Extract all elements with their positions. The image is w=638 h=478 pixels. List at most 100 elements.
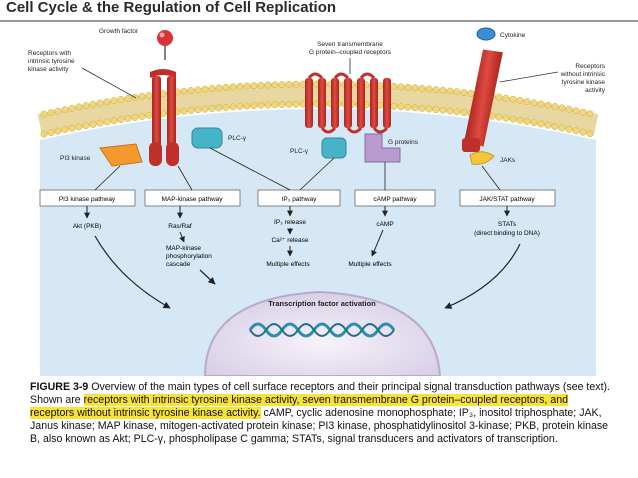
phospholipid-head <box>103 118 111 126</box>
cytokine-icon <box>476 27 496 41</box>
phospholipid-head <box>117 96 125 104</box>
phospholipid-head <box>187 87 195 94</box>
gpcr-helix <box>331 78 339 128</box>
pathway-mapk-step2: MAP-kinase <box>166 245 201 252</box>
phospholipid-head <box>502 114 510 122</box>
phospholipid-head <box>110 97 118 105</box>
jaks-label: JAKs <box>500 157 516 164</box>
phospholipid-head <box>544 101 552 109</box>
phospholipid-head <box>208 85 216 92</box>
phospholipid-head <box>257 81 265 89</box>
gpcr-loop <box>359 72 376 80</box>
gpcr-helix <box>383 78 391 128</box>
phospholipid-head <box>404 103 412 111</box>
pathway-mapk: MAP-kinase pathway Ras/Raf MAP-kinase ph… <box>144 189 241 285</box>
phospholipid-head <box>439 86 447 94</box>
phospholipid-head <box>460 89 468 97</box>
gpcr-loop <box>307 72 324 80</box>
pathway-mapk-step3: phosphorylation <box>166 253 212 260</box>
leader-line <box>499 71 559 83</box>
phospholipid-head <box>544 121 552 129</box>
phospholipid-head <box>530 119 538 127</box>
phospholipid-head <box>75 103 83 111</box>
gpcr-helix <box>318 78 326 128</box>
phospholipid-head <box>138 92 146 100</box>
phospholipid-head <box>180 87 188 95</box>
receptors-intrinsic-label: Receptors with intrinsic tyrosine kinase… <box>28 50 75 73</box>
phospholipid-head <box>418 104 426 112</box>
plc-gamma-shape <box>191 127 223 149</box>
phospholipid-head <box>565 105 573 113</box>
gpcr-loop <box>333 72 350 80</box>
phospholipid-head <box>390 102 398 110</box>
seven-tm-label: Seven transmembrane G protein–coupled re… <box>309 41 392 56</box>
tyrosine-kinase-receptor <box>149 69 179 166</box>
phospholipid-head <box>495 93 503 101</box>
phospholipid-head <box>558 124 566 132</box>
phospholipid-head <box>509 115 517 123</box>
phospholipid-head <box>425 105 433 113</box>
phospholipid-head <box>201 105 209 113</box>
phospholipid-head <box>453 88 461 96</box>
phospholipid-head <box>439 106 447 114</box>
phospholipid-head <box>180 107 188 115</box>
phospholipid-head <box>243 82 251 90</box>
pathway-jakstat-step1: STATs <box>498 221 517 228</box>
pathway-columns: PI3 kinase pathway Akt (PKB) MAP-kinase … <box>39 189 556 309</box>
phospholipid-head <box>110 117 118 125</box>
pathway-camp-step1: cAMP <box>376 221 393 228</box>
pathway-mapk-step1: Ras/Raf <box>168 223 192 230</box>
phospholipid-head <box>250 82 258 90</box>
phospholipid-head <box>292 80 300 88</box>
nucleus <box>203 290 442 376</box>
phospholipid-head <box>509 95 517 103</box>
phospholipid-head <box>579 128 587 136</box>
figure-label: FIGURE 3-9 <box>30 381 89 393</box>
phospholipid-head <box>75 123 83 131</box>
gpcr-loop <box>320 126 337 134</box>
phospholipid-head <box>68 104 76 112</box>
jaks-shape <box>469 151 495 165</box>
phospholipid-head <box>222 103 230 111</box>
pathway-pi3k-title: PI3 kinase pathway <box>59 196 116 203</box>
phospholipid-head <box>222 83 230 91</box>
pathway-camp: cAMP pathway cAMP Multiple effects <box>348 189 436 268</box>
phospholipid-head <box>194 106 202 114</box>
phospholipid-head <box>516 96 524 104</box>
pathway-ip3: IP₃ pathway IP₃ release Ca²⁺ release Mul… <box>257 189 341 268</box>
phospholipid-head <box>82 102 90 110</box>
phospholipid-head <box>397 83 405 91</box>
dna-helix <box>248 322 396 338</box>
g-protein-shape <box>364 133 401 163</box>
pathway-ip3-title: IP₃ pathway <box>282 196 318 203</box>
pi3-kinase-label: PI3 kinase <box>60 155 91 162</box>
phospholipid-head <box>187 107 195 114</box>
phospholipid-head <box>215 84 223 92</box>
phospholipid-head <box>236 102 244 110</box>
seven-tm-line2: G protein–coupled receptors <box>309 49 392 56</box>
phospholipid-head <box>124 95 132 102</box>
membrane-to-pathway-lines <box>94 147 501 191</box>
phospholipid-head <box>432 86 440 94</box>
phospholipid-head <box>537 120 545 128</box>
phospholipid-head <box>418 84 426 92</box>
page-title: Cell Cycle & the Regulation of Cell Repl… <box>6 0 337 16</box>
phospholipid-head <box>47 109 55 117</box>
phospholipid-head <box>61 126 69 134</box>
phospholipid-head <box>460 109 468 117</box>
gpcr-helix <box>370 78 378 128</box>
phospholipid-head <box>264 101 272 109</box>
phospholipid-head <box>257 101 265 109</box>
gpcr-receptor <box>305 72 391 134</box>
phospholipid-head <box>278 101 286 108</box>
receptors-without-line3: tyrosine kinase <box>562 79 606 86</box>
phospholipid-head <box>446 107 454 115</box>
phospholipid-head <box>558 104 566 112</box>
caption-text-after: cAMP, cyclic adenosine monophosphate; IP… <box>30 406 609 445</box>
phospholipid-head <box>530 99 538 107</box>
phospholipid-head <box>103 98 111 106</box>
phospholipid-head <box>432 106 440 114</box>
plc-gamma-2-shape <box>321 137 347 159</box>
phospholipid-head <box>89 120 97 128</box>
phospholipid-head <box>523 118 531 125</box>
